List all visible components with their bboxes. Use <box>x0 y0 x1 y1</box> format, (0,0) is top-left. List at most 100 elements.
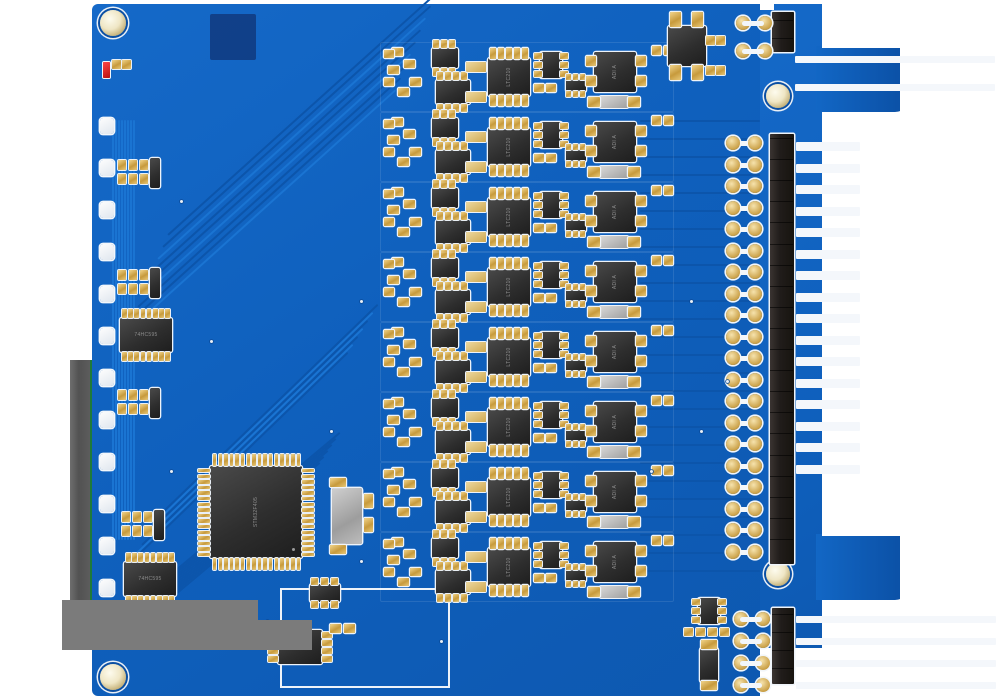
test-point-pad-a[interactable] <box>726 437 740 451</box>
silkscreen-pin-strip <box>796 142 860 151</box>
sot23-pad <box>573 74 578 80</box>
test-point-pad-a[interactable] <box>726 265 740 279</box>
test-point-pad-a[interactable] <box>726 286 740 301</box>
test-point-pad-b[interactable] <box>748 157 762 172</box>
opamp-pin-pad <box>514 585 520 596</box>
fuse-pad <box>588 97 600 107</box>
bottom-test-point-b[interactable] <box>756 656 770 670</box>
test-point-pad-a[interactable] <box>726 222 740 236</box>
test-point-pad-a[interactable] <box>726 415 740 430</box>
test-point-pad-b[interactable] <box>748 415 762 430</box>
mcu-pin-pad <box>224 454 228 466</box>
mcu-pin-pad <box>302 547 314 551</box>
test-point-pad-b[interactable] <box>748 286 762 301</box>
test-point-pad-a[interactable] <box>726 480 740 494</box>
bottom-small-ic-pad <box>321 601 328 608</box>
test-point-pad-a[interactable] <box>726 544 740 559</box>
test-point-pad-b[interactable] <box>748 222 762 236</box>
test-point-pad-b[interactable] <box>748 351 762 365</box>
test-point-pad-b[interactable] <box>748 523 762 537</box>
test-point-pad-b[interactable] <box>748 179 762 193</box>
copper-trace-bus <box>640 426 760 428</box>
passive-pad <box>410 78 421 86</box>
driver-pad <box>586 566 596 576</box>
channel-block-6-small-ic <box>540 402 562 428</box>
test-point-pad-b[interactable] <box>748 243 762 258</box>
test-point-pad-b[interactable] <box>748 372 762 387</box>
opamp-pin-pad <box>522 48 528 59</box>
test-point-pad-b[interactable] <box>748 501 762 516</box>
copper-trace-bus <box>640 498 760 500</box>
header-pin-seam <box>772 668 793 669</box>
mcu-pin-pad <box>302 480 314 484</box>
top-right-header[interactable] <box>772 12 794 52</box>
test-point-pad-a[interactable] <box>726 394 740 408</box>
bottom-test-point-b[interactable] <box>756 634 770 648</box>
top-test-point-b[interactable] <box>758 16 772 30</box>
test-point-pad-b[interactable] <box>748 394 762 408</box>
silkscreen-pin-strip <box>796 271 860 280</box>
silkscreen-pin-strip <box>796 185 860 194</box>
soic-pin-pad <box>437 352 443 360</box>
right-pin-header[interactable] <box>770 134 794 564</box>
test-point-link <box>732 205 758 211</box>
test-point-pad-a[interactable] <box>726 200 740 215</box>
opamp-pin-pad <box>506 375 512 386</box>
channel-block-4-fuse <box>600 306 628 318</box>
bottom-soic-pad <box>322 648 332 654</box>
bottom-test-point-b[interactable] <box>756 678 770 692</box>
test-point-pad-a[interactable] <box>726 308 740 322</box>
test-point-pad-b[interactable] <box>748 329 762 344</box>
opamp-pin-pad <box>498 515 504 526</box>
test-point-pad-b[interactable] <box>748 458 762 473</box>
channel-block-7-soic-package <box>436 500 470 524</box>
test-point-pad-a[interactable] <box>726 329 740 344</box>
test-point-pad-a[interactable] <box>726 523 740 537</box>
test-point-pad-a[interactable] <box>726 501 740 516</box>
channel-block-2-opamp: LTC210 <box>488 128 530 166</box>
ceramic-capacitor <box>466 232 486 242</box>
sot-pin-pad <box>441 180 447 188</box>
driver-pad <box>636 566 646 576</box>
channel-block-7-opamp: LTC210 <box>488 478 530 516</box>
sot23-pad <box>566 441 571 447</box>
left-edge-card-connector[interactable] <box>70 360 92 616</box>
sot23-pad <box>573 301 578 307</box>
driver-pad <box>636 406 646 416</box>
top-test-point-d[interactable] <box>758 44 772 58</box>
test-point-pad-a[interactable] <box>726 157 740 172</box>
test-point-pad-a[interactable] <box>726 243 740 258</box>
test-point-pad-b[interactable] <box>748 544 762 559</box>
resistor-array-pad <box>118 160 126 170</box>
mcu-pin-pad <box>291 558 295 570</box>
test-point-pad-b[interactable] <box>748 480 762 494</box>
test-point-pad-b[interactable] <box>748 136 762 150</box>
bottom-right-header[interactable] <box>772 608 794 684</box>
opamp-pin-pad <box>522 188 528 199</box>
test-point-pad-b[interactable] <box>748 308 762 322</box>
test-point-link <box>732 399 758 404</box>
mcu-pin-pad <box>257 454 262 466</box>
mcu-pin-pad <box>198 547 210 551</box>
test-point-pad-a[interactable] <box>726 179 740 193</box>
test-point-pad-a[interactable] <box>726 458 740 473</box>
passive-pad <box>404 410 415 418</box>
castellated-pad <box>100 496 114 512</box>
test-point-pad-a[interactable] <box>726 372 740 387</box>
passive-pad <box>392 48 403 56</box>
driver-pad <box>586 76 596 86</box>
opamp-pin-pad <box>506 235 512 246</box>
test-point-pad-b[interactable] <box>748 437 762 451</box>
bottom-test-point-b[interactable] <box>756 612 770 626</box>
test-point-pad-a[interactable] <box>726 136 740 150</box>
edge-connector-stripe <box>90 360 92 616</box>
header-pin-seam <box>770 138 793 139</box>
test-point-pad-a[interactable] <box>726 351 740 365</box>
channel-block-3-sot-package <box>432 188 458 208</box>
test-point-pad-b[interactable] <box>748 265 762 279</box>
bottom-test-point-link <box>740 617 762 622</box>
crystal-load-cap-pad <box>364 518 373 532</box>
soic-pin-pad <box>437 384 443 392</box>
opamp-pin-pad <box>490 188 496 199</box>
test-point-pad-b[interactable] <box>748 200 762 215</box>
